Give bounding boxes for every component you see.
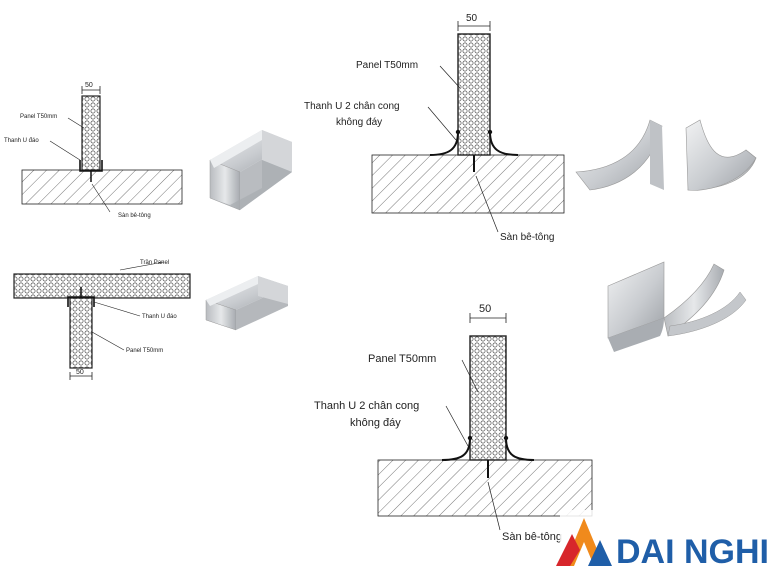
curved-u-profile-left — [429, 131, 459, 156]
panel-section — [81, 95, 101, 171]
floor-slab — [377, 459, 593, 517]
brand-logo: DAI NGHIA — [556, 510, 768, 576]
ceiling-label: Trần Panel — [140, 260, 169, 266]
floor-label: Sàn bê-tông — [502, 531, 562, 543]
dimension-label: 50 — [466, 13, 478, 24]
dimension-label: 50 — [76, 369, 84, 376]
panel-label: Panel T50mm — [126, 348, 163, 354]
floor-label: Sàn bê-tông — [118, 213, 151, 219]
dimension-label: 50 — [85, 82, 93, 89]
curved-u-profile-right — [489, 131, 519, 156]
curved-u-profile-left — [441, 437, 471, 461]
u-channel-image-1 — [209, 130, 292, 211]
u-profile-label-line1: Thanh U 2 chân cong — [314, 400, 419, 412]
u-profile-label: Thanh U đáo — [4, 138, 39, 144]
u-profile-label-line2: không đáy — [350, 417, 401, 429]
ceiling-panel-section — [13, 273, 191, 299]
detail-4-wall-floor-curved-u: 50 Panel T50mm Thanh U 2 chân cong không… — [314, 303, 593, 543]
dimension-label: 50 — [479, 303, 491, 315]
detail-2-wall-ceiling-u-profile: 50 Trần Panel Thanh U đáo Panel T50mm — [13, 260, 191, 380]
panel-section — [469, 335, 507, 461]
curved-u-image-2 — [607, 261, 747, 352]
wall-panel-section — [69, 297, 93, 369]
u-profile-label: Thanh U đáo — [142, 314, 177, 320]
u-channel-image-2 — [205, 276, 288, 331]
panel-label: Panel T50mm — [356, 60, 418, 71]
triangle-logo-icon — [556, 518, 612, 566]
floor-slab — [21, 169, 183, 205]
u-profile-label-line1: Thanh U 2 chân cong — [304, 101, 400, 112]
panel-label: Panel T50mm — [368, 353, 436, 365]
curved-u-image-1 — [575, 119, 757, 191]
curved-u-profile-right — [505, 437, 535, 461]
floor-label: Sàn bê-tông — [500, 232, 555, 243]
panel-section — [457, 33, 491, 156]
brand-name: DAI NGHIA — [616, 533, 768, 571]
detail-1-wall-floor-u-profile: 50 Panel T50mm Thanh U đáo Sàn bê-tông — [4, 82, 183, 219]
u-profile-label-line2: không đáy — [336, 117, 382, 128]
detail-3-wall-floor-curved-u: 50 Panel T50mm Thanh U 2 chân cong không… — [304, 13, 565, 243]
panel-label: Panel T50mm — [20, 114, 57, 120]
floor-slab — [371, 154, 565, 214]
